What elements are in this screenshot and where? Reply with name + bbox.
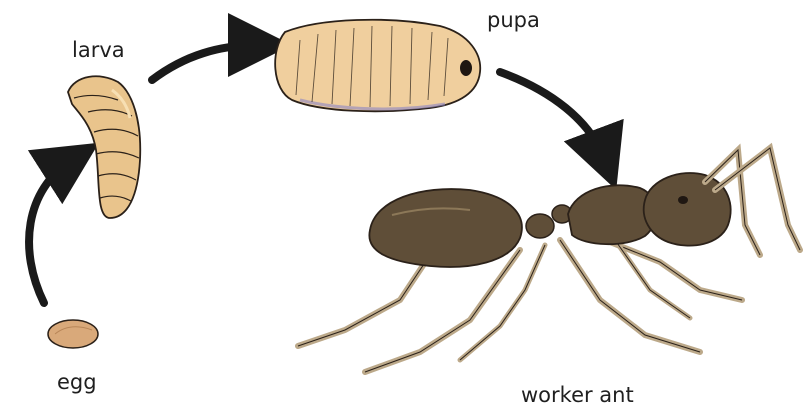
larva-label: larva [72,40,125,61]
egg-icon [48,320,98,348]
arrow-egg-to-larva [29,160,72,303]
worker-ant-label: worker ant [521,385,634,406]
larva-icon [68,76,140,218]
pupa-icon [275,20,480,112]
arrow-pupa-to-worker [500,72,605,160]
egg-label: egg [57,372,97,393]
worker-ant-icon [298,148,800,372]
arrow-larva-to-pupa [152,45,260,80]
pupa-label: pupa [487,10,540,31]
